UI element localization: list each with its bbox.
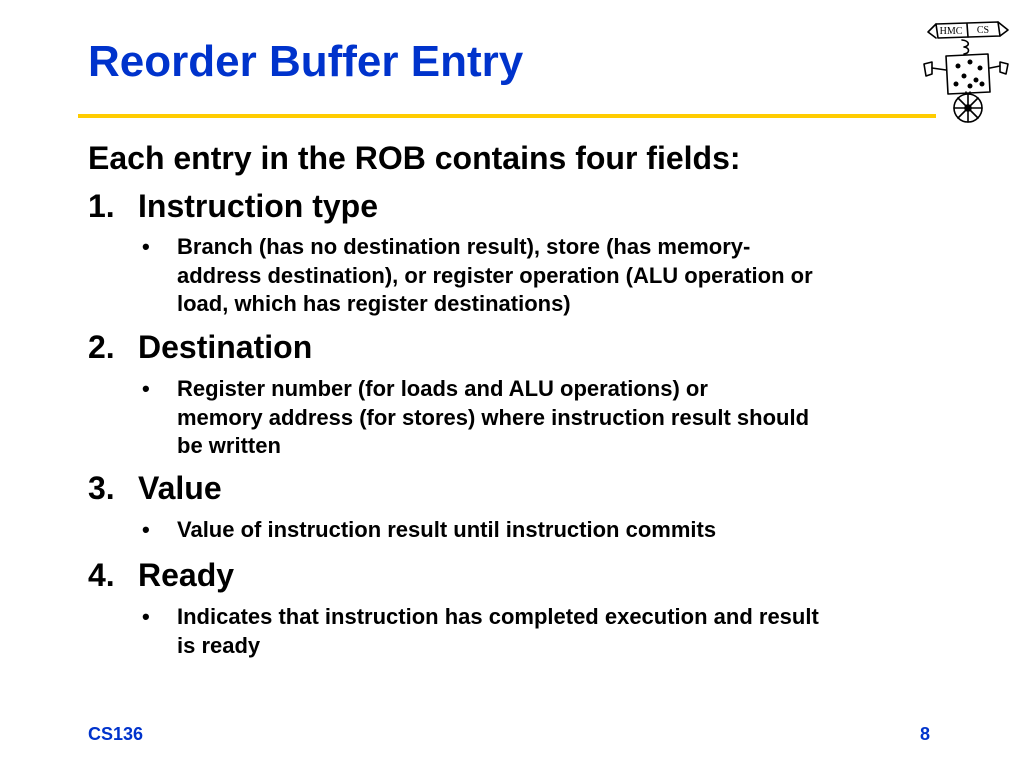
- slide-title: Reorder Buffer Entry: [88, 37, 524, 86]
- item-heading: Ready: [138, 557, 235, 593]
- description-line: Value of instruction result until instru…: [177, 517, 717, 542]
- item-description: Branch (has no destination result), stor…: [177, 233, 937, 319]
- bullet-icon: •: [142, 517, 150, 542]
- description-line: load, which has register destinations): [177, 291, 571, 316]
- bullet-icon: •: [142, 376, 150, 401]
- intro-text: Each entry in the ROB contains four fiel…: [88, 140, 741, 176]
- item-heading: Instruction type: [138, 188, 379, 224]
- logo-text-right: CS: [977, 25, 989, 36]
- logo-text-left: HMC: [940, 26, 963, 37]
- description-line: is ready: [177, 632, 261, 658]
- item-number: 4.: [88, 557, 115, 593]
- item-number: 2.: [88, 329, 115, 365]
- item-heading: Destination: [138, 329, 313, 365]
- item-number: 1.: [88, 188, 115, 224]
- footer-course: CS136: [88, 724, 144, 744]
- item-description: Value of instruction result until instru…: [177, 516, 937, 545]
- description-line: Register number (for loads and ALU opera…: [177, 376, 708, 401]
- description-line: Branch (has no destination result), stor…: [177, 234, 751, 259]
- footer-page-number: 8: [919, 724, 930, 744]
- description-line: Indicates that instruction has completed…: [177, 604, 819, 629]
- item-number: 3.: [88, 470, 115, 506]
- hmc-cs-logo-icon: HMC CS: [923, 21, 1009, 123]
- description-line: address destination), or register operat…: [177, 262, 813, 288]
- description-line: memory address (for stores) where instru…: [177, 404, 810, 430]
- description-line: be written: [177, 433, 281, 458]
- bullet-icon: •: [142, 234, 150, 259]
- item-description: Register number (for loads and ALU opera…: [177, 375, 937, 461]
- item-heading: Value: [138, 470, 222, 506]
- bullet-icon: •: [142, 604, 150, 629]
- title-underline: [78, 114, 936, 118]
- item-description: Indicates that instruction has completed…: [177, 603, 937, 660]
